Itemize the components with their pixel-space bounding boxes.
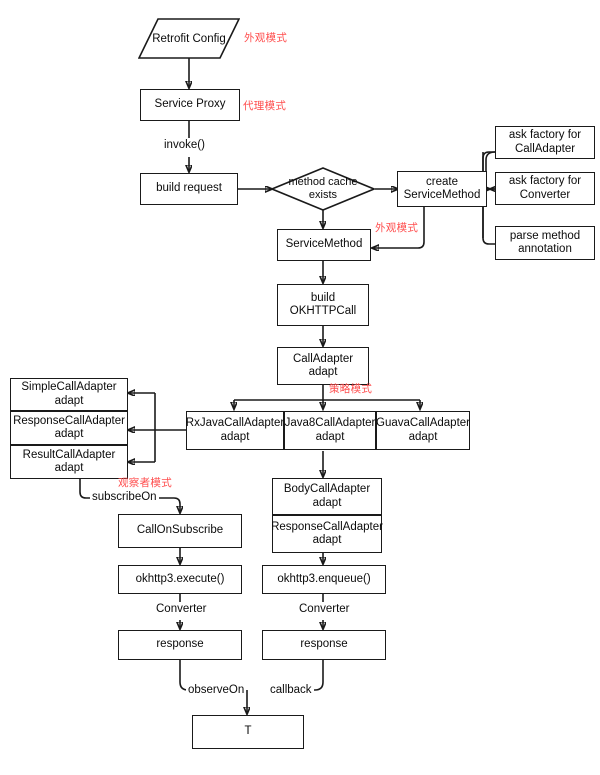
node-result-calladapter[interactable]: ResultCallAdapter adapt bbox=[10, 445, 128, 479]
node-response-left[interactable]: response bbox=[118, 630, 242, 660]
node-label: ask factory for Converter bbox=[508, 175, 582, 201]
node-label: method cache exists bbox=[288, 176, 358, 201]
edge-label-subscribe-on: subscribeOn bbox=[90, 491, 159, 503]
node-build-request[interactable]: build request bbox=[140, 173, 238, 205]
node-label: ResponseCallAdapter adapt bbox=[13, 414, 125, 441]
node-response-right[interactable]: response bbox=[262, 630, 386, 660]
node-label: GuavaCallAdapter adapt bbox=[376, 417, 470, 443]
node-label: RxJavaCallAdapter adapt bbox=[185, 417, 285, 443]
node-label: Service Proxy bbox=[154, 98, 226, 111]
annotation-facade-top: 外观模式 bbox=[244, 32, 288, 44]
node-label: response bbox=[300, 638, 348, 651]
node-call-on-subscribe[interactable]: CallOnSubscribe bbox=[118, 514, 242, 548]
node-parse-method-annotation[interactable]: parse method annotation bbox=[495, 226, 595, 260]
node-label: Java8CallAdapter adapt bbox=[284, 417, 376, 443]
node-label: okhttp3.enqueue() bbox=[277, 572, 371, 585]
edge-label-converter-right: Converter bbox=[297, 603, 352, 615]
annotation-facade-service-method: 外观模式 bbox=[375, 222, 419, 234]
node-java8-calladapter[interactable]: Java8CallAdapter adapt bbox=[284, 411, 376, 450]
parallelogram-shape bbox=[138, 18, 240, 59]
node-okhttp-enqueue[interactable]: okhttp3.enqueue() bbox=[262, 565, 386, 594]
node-ask-factory-calladapter[interactable]: ask factory for CallAdapter bbox=[495, 126, 595, 159]
node-label: response bbox=[156, 638, 204, 651]
node-label: create ServiceMethod bbox=[403, 175, 481, 202]
node-build-okhttpcall[interactable]: build OKHTTPCall bbox=[277, 284, 369, 326]
edge-label-invoke: invoke() bbox=[162, 139, 207, 151]
annotation-observer: 观察者模式 bbox=[118, 477, 172, 489]
node-ask-factory-converter[interactable]: ask factory for Converter bbox=[495, 172, 595, 205]
node-service-proxy[interactable]: Service Proxy bbox=[140, 89, 240, 121]
node-label: BodyCallAdapter adapt bbox=[283, 483, 371, 509]
node-retrofit-config[interactable]: Retrofit Config bbox=[138, 18, 240, 59]
node-label: okhttp3.execute() bbox=[135, 572, 225, 585]
node-label: ResultCallAdapter adapt bbox=[22, 448, 116, 475]
node-label: parse method annotation bbox=[509, 229, 581, 256]
node-calladapter-adapt[interactable]: CallAdapter adapt bbox=[277, 347, 369, 385]
node-label: ResponseCallAdapter adapt bbox=[271, 520, 383, 547]
node-okhttp-execute[interactable]: okhttp3.execute() bbox=[118, 565, 242, 594]
node-label: build OKHTTPCall bbox=[289, 291, 357, 318]
node-rxjava-calladapter[interactable]: RxJavaCallAdapter adapt bbox=[186, 411, 284, 450]
edge-label-observe-on: observeOn bbox=[186, 684, 247, 696]
node-service-method[interactable]: ServiceMethod bbox=[277, 229, 371, 261]
node-result-type[interactable]: T bbox=[192, 715, 304, 749]
node-label: CallAdapter adapt bbox=[292, 352, 354, 379]
annotation-proxy: 代理模式 bbox=[243, 100, 287, 112]
node-label: Retrofit Config bbox=[152, 32, 226, 45]
node-label: ask factory for CallAdapter bbox=[508, 129, 582, 155]
node-label: CallOnSubscribe bbox=[136, 524, 224, 537]
node-method-cache-exists[interactable]: method cache exists bbox=[271, 167, 375, 211]
annotation-strategy: 策略模式 bbox=[329, 383, 373, 395]
node-label: T bbox=[244, 725, 252, 738]
node-create-service-method[interactable]: create ServiceMethod bbox=[397, 171, 487, 207]
edge-label-converter-left: Converter bbox=[154, 603, 209, 615]
node-response-calladapter-right[interactable]: ResponseCallAdapter adapt bbox=[271, 515, 383, 553]
node-label: SimpleCallAdapter adapt bbox=[21, 381, 117, 407]
node-simple-calladapter[interactable]: SimpleCallAdapter adapt bbox=[10, 378, 128, 411]
node-response-calladapter-left[interactable]: ResponseCallAdapter adapt bbox=[10, 411, 128, 445]
node-guava-calladapter[interactable]: GuavaCallAdapter adapt bbox=[376, 411, 470, 450]
node-label: build request bbox=[156, 182, 222, 195]
node-body-calladapter[interactable]: BodyCallAdapter adapt bbox=[272, 478, 382, 515]
edge-label-callback: callback bbox=[268, 684, 314, 696]
node-label: ServiceMethod bbox=[285, 238, 363, 251]
